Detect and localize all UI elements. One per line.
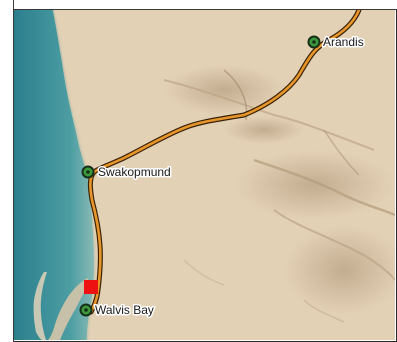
map-top-margin: [14, 0, 397, 10]
place-marker-dot: [84, 308, 88, 312]
place-marker-dot: [312, 40, 316, 44]
road-b2[interactable]: [87, 10, 362, 315]
ocean-area: [14, 10, 96, 340]
airport-marker[interactable]: [84, 280, 98, 294]
place-label-walvis-bay: Walvis Bay: [95, 303, 154, 317]
map-left-margin: [0, 0, 14, 342]
pelican-point: [33, 272, 47, 340]
place-arandis[interactable]: Arandis: [307, 34, 365, 51]
place-walvis-bay[interactable]: Walvis Bay: [79, 302, 155, 319]
place-label-swakopmund: Swakopmund: [98, 165, 171, 179]
walvis-bay-lagoon: [48, 278, 88, 340]
terrain-relief: [163, 65, 395, 323]
place-swakopmund[interactable]: Swakopmund: [81, 164, 172, 181]
map-canvas[interactable]: Arandis Swakopmund Walvis Bay: [14, 10, 395, 340]
place-marker-dot: [86, 170, 90, 174]
place-label-arandis: Arandis: [323, 35, 364, 49]
